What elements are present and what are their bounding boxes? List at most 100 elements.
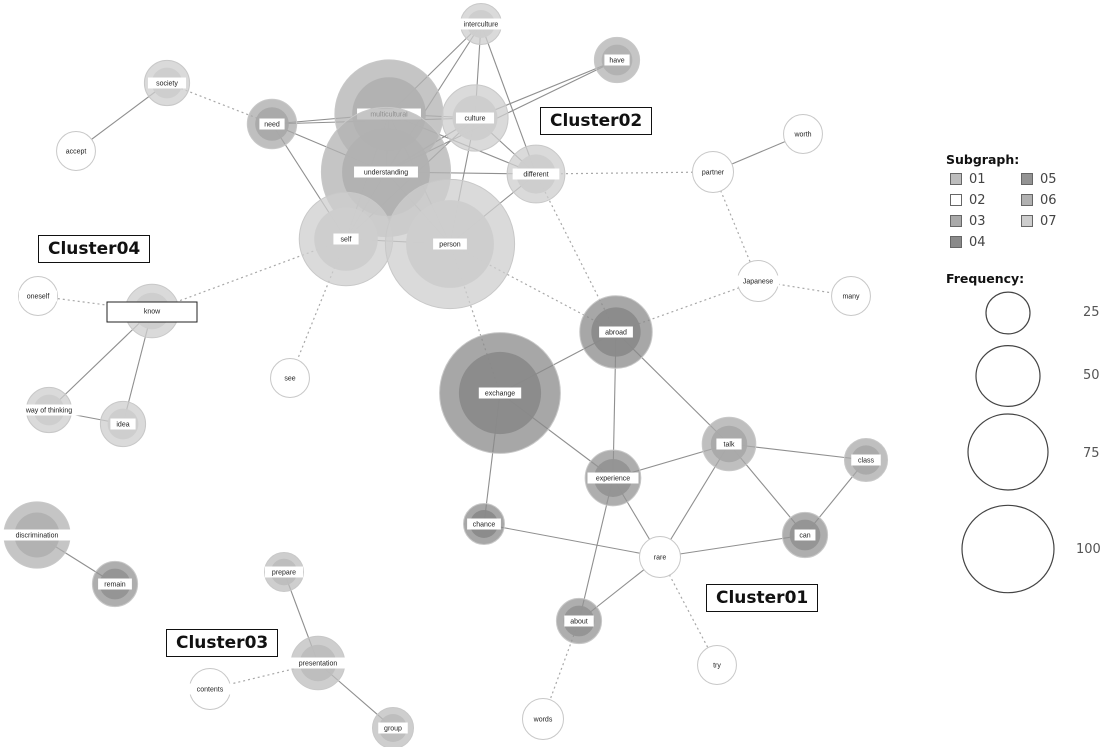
- subgraph-legend-06: 06: [1021, 192, 1057, 208]
- frequency-label-100: 100: [1076, 542, 1101, 557]
- node-many[interactable]: many: [831, 276, 871, 316]
- node-label: words: [533, 717, 553, 724]
- node-label: have: [609, 58, 624, 65]
- node-label: try: [713, 663, 721, 670]
- legend-label-04: 04: [969, 234, 986, 250]
- node-label: know: [144, 309, 161, 316]
- node-label: prepare: [272, 570, 296, 577]
- legend-label-02: 02: [969, 192, 986, 208]
- node-label: understanding: [364, 170, 408, 177]
- node-prepare[interactable]: prepare: [264, 552, 304, 592]
- legend-swatch-05: [1021, 173, 1033, 185]
- node-label: self: [341, 237, 352, 244]
- node-label: rare: [654, 555, 667, 562]
- legend-label-01: 01: [969, 171, 986, 187]
- cluster-label-01: Cluster01: [706, 584, 819, 612]
- legend-swatch-06: [1021, 194, 1033, 206]
- node-oneself[interactable]: oneself: [18, 276, 58, 316]
- node-label: presentation: [299, 661, 338, 668]
- node-culture[interactable]: culture: [441, 84, 509, 152]
- frequency-label-25: 25: [1083, 305, 1100, 320]
- edge-dotted-presentation-contents: [209, 662, 319, 690]
- node-label: abroad: [605, 330, 627, 337]
- node-idea[interactable]: idea: [99, 400, 147, 448]
- node-exchange[interactable]: exchange: [439, 332, 561, 454]
- node-discrimination[interactable]: discrimination: [2, 501, 72, 569]
- node-society[interactable]: society: [143, 59, 191, 107]
- node-talk[interactable]: talk: [701, 416, 757, 472]
- legend-swatch-07: [1021, 215, 1033, 227]
- node-japanese[interactable]: Japanese: [736, 260, 780, 302]
- subgraph-legend-05: 05: [1021, 171, 1057, 187]
- cluster-label-03: Cluster03: [166, 629, 279, 657]
- node-self[interactable]: self: [298, 191, 394, 287]
- node-different[interactable]: different: [506, 144, 566, 204]
- node-rare[interactable]: rare: [639, 536, 681, 578]
- node-label: group: [384, 726, 402, 733]
- node-label: need: [264, 122, 280, 129]
- legend-label-06: 06: [1040, 192, 1057, 208]
- legend-label-03: 03: [969, 213, 986, 229]
- node-abroad[interactable]: abroad: [579, 295, 653, 369]
- node-label: idea: [116, 422, 129, 429]
- cluster-label-04: Cluster04: [38, 235, 151, 263]
- node-label: talk: [724, 442, 735, 449]
- node-label: class: [858, 458, 874, 465]
- node-interculture[interactable]: interculture: [451, 3, 511, 45]
- legend-label-05: 05: [1040, 171, 1057, 187]
- node-experience[interactable]: experience: [584, 449, 642, 507]
- node-group[interactable]: group: [372, 707, 414, 747]
- node-label: remain: [104, 582, 126, 589]
- frequency-circle-100: [961, 504, 1055, 594]
- frequency-legend-title: Frequency:: [946, 271, 1025, 286]
- node-label: different: [523, 172, 548, 179]
- node-about[interactable]: about: [555, 597, 603, 645]
- node-words[interactable]: words: [522, 698, 564, 740]
- subgraph-legend-04: 04: [950, 234, 986, 250]
- frequency-circle-50: [975, 345, 1041, 408]
- frequency-circle-75: [967, 413, 1049, 491]
- legend-swatch-03: [950, 215, 962, 227]
- node-label: oneself: [27, 294, 50, 301]
- node-try[interactable]: try: [697, 645, 737, 685]
- frequency-label-75: 75: [1083, 446, 1100, 461]
- node-have[interactable]: have: [593, 36, 641, 84]
- nodes-layer: interculturehavesocietyacceptneedmulticu…: [2, 3, 889, 747]
- legend-swatch-04: [950, 236, 962, 248]
- frequency-circle-25: [985, 291, 1031, 335]
- edge-dotted-society-need: [166, 82, 273, 125]
- node-accept[interactable]: accept: [56, 131, 96, 171]
- subgraph-legend-01: 01: [950, 171, 986, 187]
- node-know[interactable]: know: [106, 283, 198, 339]
- legend-swatch-01: [950, 173, 962, 185]
- node-label: experience: [596, 476, 630, 483]
- node-label: exchange: [485, 391, 515, 398]
- node-contents[interactable]: contents: [188, 668, 232, 710]
- node-label: Japanese: [743, 279, 773, 286]
- node-remain[interactable]: remain: [91, 560, 139, 608]
- node-label: worth: [793, 132, 811, 139]
- edge-chance-rare: [483, 523, 661, 558]
- node-label: person: [439, 242, 461, 249]
- node-label: partner: [702, 170, 725, 177]
- node-see[interactable]: see: [270, 358, 310, 398]
- cluster-label-02: Cluster02: [540, 107, 653, 135]
- node-chance[interactable]: chance: [463, 503, 505, 545]
- node-label: contents: [197, 687, 224, 694]
- node-partner[interactable]: partner: [692, 151, 734, 193]
- node-class[interactable]: class: [843, 437, 889, 483]
- node-label: interculture: [464, 22, 499, 29]
- frequency-legend-circles: [961, 291, 1055, 594]
- node-label: culture: [464, 116, 485, 123]
- node-presentation[interactable]: presentation: [288, 635, 348, 691]
- node-need[interactable]: need: [246, 98, 298, 150]
- node-label: discrimination: [16, 533, 59, 540]
- node-label: can: [799, 533, 810, 540]
- node-label: society: [156, 81, 178, 88]
- node-can[interactable]: can: [781, 511, 829, 559]
- node-person[interactable]: person: [384, 178, 516, 310]
- node-worth[interactable]: worth: [783, 114, 823, 154]
- node-way_of_thinking[interactable]: way of thinking: [12, 386, 86, 434]
- legend-label-07: 07: [1040, 213, 1057, 229]
